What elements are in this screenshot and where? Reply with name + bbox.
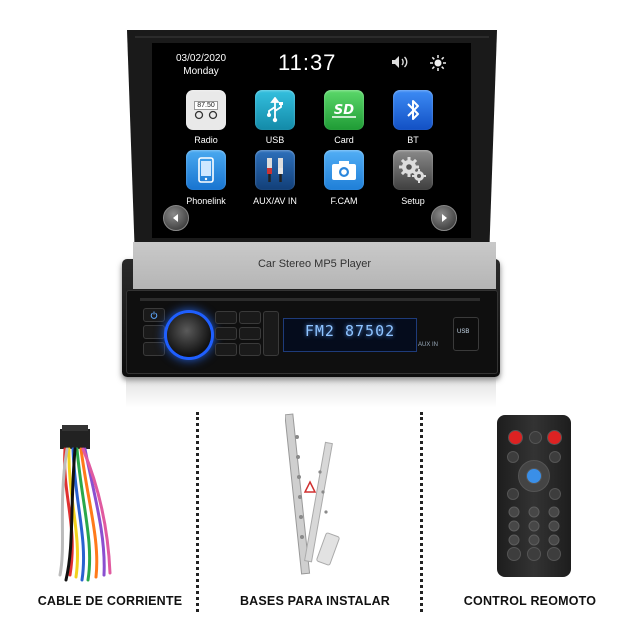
remote-button	[549, 451, 561, 463]
app-aux[interactable]	[255, 150, 295, 190]
radio-readout: 87.50	[194, 100, 218, 110]
aux-cable-icon	[267, 158, 283, 182]
remote-button	[507, 488, 519, 500]
app-label: AUX/AV IN	[253, 196, 297, 206]
app-radio[interactable]: 87.50	[186, 90, 226, 130]
phone-answer-button[interactable]	[239, 311, 261, 324]
remote-button	[549, 488, 561, 500]
next-page-button[interactable]	[431, 205, 457, 231]
remote-button	[529, 431, 542, 444]
app-phonelink[interactable]	[186, 150, 226, 190]
remote-number-pad	[506, 506, 562, 546]
app-usb[interactable]	[255, 90, 295, 130]
power-button[interactable]	[143, 308, 165, 322]
app-label: USB	[265, 135, 285, 145]
gear-icon	[399, 157, 426, 183]
seek-next-button[interactable]	[239, 343, 261, 356]
caption-remote: CONTROL REOMOTO	[463, 594, 597, 608]
app-label: Radio	[194, 135, 218, 145]
sd-card-icon: SD	[332, 103, 356, 118]
brightness-icon[interactable]	[430, 55, 446, 76]
app-bluetooth[interactable]	[393, 90, 433, 130]
phone-hangup-button[interactable]	[239, 327, 261, 340]
remote-volume-up-button	[547, 547, 561, 561]
aux-in-label: AUX IN	[418, 342, 439, 348]
mute-button[interactable]	[143, 342, 165, 356]
mode-button[interactable]	[143, 325, 165, 339]
app-setup[interactable]	[393, 150, 433, 190]
seek-prev-button[interactable]	[215, 327, 237, 340]
usb-port-label: USB	[457, 329, 470, 335]
seek-back-button[interactable]	[215, 343, 237, 356]
remote-power-button	[508, 430, 523, 445]
camera-icon	[332, 161, 356, 180]
lcd-display	[283, 318, 417, 352]
usb-icon	[267, 97, 283, 123]
usb-port[interactable]	[453, 317, 479, 351]
app-label: Phonelink	[186, 196, 226, 206]
app-fcam[interactable]	[324, 150, 364, 190]
touch-display	[152, 43, 471, 238]
weekday-text: Monday	[183, 66, 219, 77]
disc-slot	[140, 298, 480, 301]
chevron-left-icon	[173, 214, 178, 222]
radio-icon: 87.50	[193, 100, 219, 120]
dotted-divider	[196, 412, 199, 612]
remote-ok-button	[526, 468, 542, 484]
caption-wiring: CABLE DE CORRIENTE	[37, 594, 183, 608]
date-text: 03/02/2020	[176, 53, 227, 64]
unit-reflection	[126, 378, 496, 408]
app-label: BT	[407, 135, 419, 145]
wiring-harness-image	[48, 425, 118, 595]
clock: 11:37	[278, 50, 337, 75]
volume-knob[interactable]	[167, 313, 211, 357]
volume-icon[interactable]	[391, 55, 409, 74]
date-block: 03/02/2020 Monday	[176, 52, 226, 78]
caption-brackets: BASES PARA INSTALAR	[239, 594, 391, 608]
previous-page-button[interactable]	[163, 205, 189, 231]
remote-button	[507, 451, 519, 463]
remote-volume-down-button	[527, 547, 541, 561]
release-button[interactable]	[263, 311, 279, 356]
app-label: Setup	[401, 196, 425, 206]
product-label: Car Stereo MP5 Player	[257, 258, 372, 270]
remote-button	[507, 547, 521, 561]
mounting-brackets-image	[284, 412, 355, 582]
app-card[interactable]: SD	[324, 90, 364, 130]
svg-text:SD: SD	[334, 103, 354, 118]
phone-icon	[198, 157, 214, 183]
dotted-divider	[420, 412, 423, 612]
screen-lower-panel	[133, 242, 496, 289]
chevron-right-icon	[442, 214, 447, 222]
app-label: F.CAM	[330, 196, 358, 206]
app-label: Card	[334, 135, 354, 145]
bluetooth-icon	[407, 100, 419, 120]
remote-mute-button	[547, 430, 562, 445]
band-button[interactable]	[215, 311, 237, 324]
power-icon	[150, 311, 158, 319]
lcd-readout: FM2 87502	[304, 322, 396, 340]
